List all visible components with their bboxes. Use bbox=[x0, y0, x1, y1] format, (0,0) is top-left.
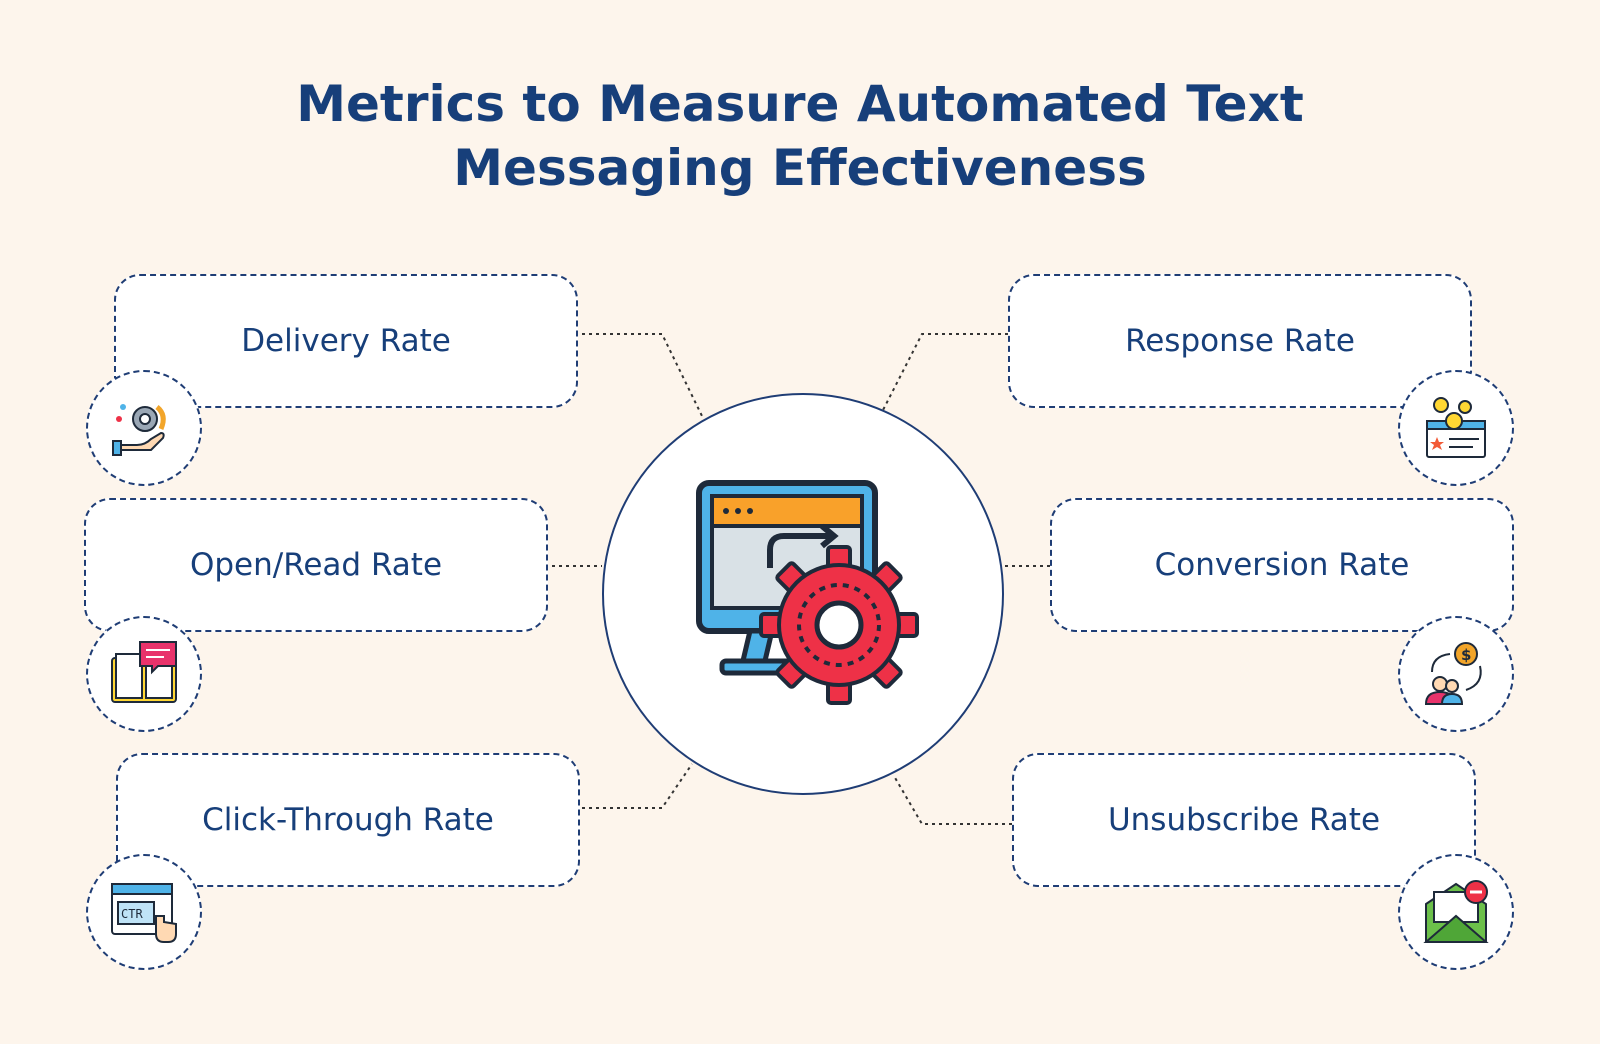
open-read-rate-label: Open/Read Rate bbox=[189, 547, 443, 583]
card-conversion-rate: Conversion Rate bbox=[1050, 498, 1514, 632]
center-circle bbox=[602, 393, 1004, 795]
title-line-2: Messaging Effectiveness bbox=[453, 139, 1147, 197]
conversion-rate-label: Conversion Rate bbox=[1154, 547, 1410, 583]
svg-text:CTR: CTR bbox=[121, 907, 143, 921]
page-title: Metrics to Measure Automated Text Messag… bbox=[0, 72, 1600, 200]
conversion-badge: $ bbox=[1398, 616, 1514, 732]
card-response-rate: Response Rate bbox=[1008, 274, 1472, 408]
unsubscribe-rate-label: Unsubscribe Rate bbox=[1107, 802, 1381, 838]
hand-gear-icon bbox=[112, 404, 166, 456]
open-read-badge bbox=[86, 616, 202, 732]
delivery-badge bbox=[86, 370, 202, 486]
svg-text:$: $ bbox=[1461, 646, 1471, 664]
title-line-1: Metrics to Measure Automated Text bbox=[296, 75, 1304, 133]
response-badge bbox=[1398, 370, 1514, 486]
card-unsubscribe-rate: Unsubscribe Rate bbox=[1012, 753, 1476, 887]
book-message-icon bbox=[111, 641, 177, 703]
card-open-read-rate: Open/Read Rate bbox=[84, 498, 548, 632]
delivery-rate-label: Delivery Rate bbox=[241, 323, 451, 359]
response-rate-label: Response Rate bbox=[1125, 323, 1355, 359]
card-delivery-rate: Delivery Rate bbox=[114, 274, 578, 408]
user-dollar-conversion-icon: $ bbox=[1424, 642, 1482, 705]
card-click-through-rate: Click-Through Rate bbox=[116, 753, 580, 887]
monitor-gear-icon bbox=[696, 480, 919, 705]
envelope-remove-icon bbox=[1423, 880, 1489, 943]
unsubscribe-badge bbox=[1398, 854, 1514, 970]
feedback-smiley-icon bbox=[1426, 397, 1486, 458]
ctr-click-icon: CTR bbox=[111, 883, 177, 943]
click-through-badge: CTR bbox=[86, 854, 202, 970]
click-through-rate-label: Click-Through Rate bbox=[202, 802, 494, 838]
